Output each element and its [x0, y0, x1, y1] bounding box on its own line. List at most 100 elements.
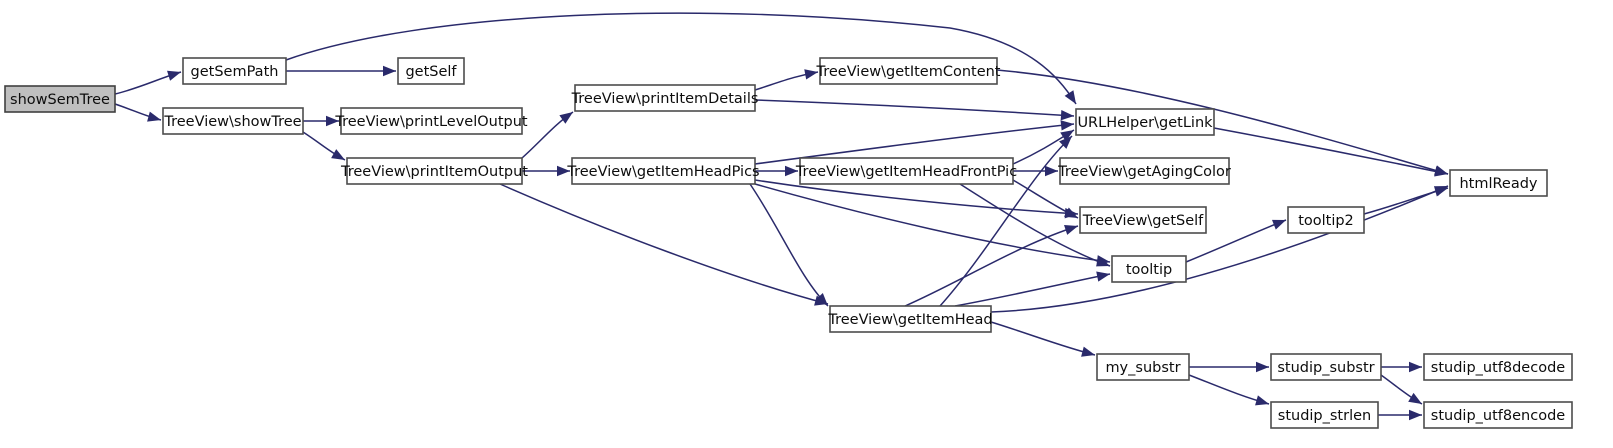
edge-studip_substr-to-studip_utf8encode	[1380, 374, 1423, 405]
node-box[interactable]	[799, 157, 1014, 185]
node-box[interactable]	[162, 107, 304, 135]
edge-studip_substr-to-studip_utf8decode	[1381, 361, 1422, 373]
arrow-head-icon	[1409, 409, 1422, 421]
node-box[interactable]	[1270, 353, 1382, 381]
edge-line	[749, 183, 829, 307]
graph-node-studip_utf8encode[interactable]: studip_utf8encode	[1423, 401, 1573, 429]
node-box[interactable]	[340, 107, 523, 135]
graph-node-getItemContent[interactable]: TreeView\getItemContent	[816, 57, 1001, 85]
edge-getItemHead-to-tooltip	[954, 271, 1111, 307]
edge-line	[754, 179, 1079, 215]
edge-tooltip-to-tooltip2	[1185, 219, 1287, 263]
graph-node-getItemHeadPics[interactable]: TreeView\getItemHeadPics	[566, 157, 760, 185]
graph-node-getItemHeadFrontPic[interactable]: TreeView\getItemHeadFrontPic	[795, 157, 1017, 185]
node-label: TreeView\getAgingColor	[1057, 164, 1231, 180]
edge-printItemDetails-to-getItemContent	[754, 69, 819, 91]
node-label: TreeView\printItemOutput	[340, 164, 528, 180]
arrow-head-icon	[557, 165, 570, 177]
edge-my_substr-to-studip_strlen	[1188, 374, 1270, 406]
graph-node-showSemTree[interactable]: showSemTree	[4, 85, 116, 113]
arrow-head-icon	[1408, 392, 1422, 404]
graph-node-printItemOutput[interactable]: TreeView\printItemOutput	[340, 157, 528, 185]
node-label: getSelf	[405, 64, 457, 80]
arrow-head-icon	[1081, 346, 1095, 357]
arrow-head-icon	[1060, 130, 1074, 142]
node-box[interactable]	[1423, 401, 1573, 429]
graph-node-tooltip2[interactable]: tooltip2	[1287, 206, 1365, 234]
graph-node-studip_substr[interactable]: studip_substr	[1270, 353, 1382, 381]
node-box[interactable]	[1075, 108, 1215, 136]
node-box[interactable]	[397, 57, 465, 85]
edge-line	[990, 321, 1096, 356]
graph-node-studip_strlen[interactable]: studip_strlen	[1270, 401, 1379, 429]
arrow-head-icon	[559, 112, 573, 124]
edge-tooltip2-to-htmlReady	[1363, 186, 1449, 215]
graph-node-studip_utf8decode[interactable]: studip_utf8decode	[1423, 353, 1573, 381]
edge-getItemHeadPics-to-tooltip	[754, 183, 1111, 266]
edge-line	[285, 12, 1077, 105]
arrow-head-icon	[1096, 256, 1110, 267]
node-label: showSemTree	[10, 92, 110, 108]
graph-node-getSelfTV[interactable]: TreeView\getSelf	[1079, 206, 1207, 234]
graph-node-printItemDetails[interactable]: TreeView\printItemDetails	[571, 84, 759, 112]
node-label: TreeView\getSelf	[1082, 213, 1204, 229]
node-box[interactable]	[1096, 353, 1190, 381]
node-box[interactable]	[571, 157, 756, 185]
node-label: TreeView\printItemDetails	[571, 91, 759, 107]
node-box[interactable]	[1423, 353, 1573, 381]
edge-line	[754, 123, 1075, 165]
node-label: tooltip	[1126, 262, 1172, 278]
node-box[interactable]	[4, 85, 116, 113]
edge-getItemHead-to-getLink	[939, 135, 1073, 307]
edge-getSemPath-to-getSelf	[286, 65, 396, 77]
node-box[interactable]	[1287, 206, 1365, 234]
graph-node-getSelf[interactable]: getSelf	[397, 57, 465, 85]
edge-getSemPath-to-getLink	[285, 12, 1077, 105]
node-label: TreeView\printLevelOutput	[334, 114, 528, 130]
edge-showTree-to-printItemOutput	[302, 131, 346, 161]
arrow-head-icon	[1045, 165, 1058, 177]
node-box[interactable]	[574, 84, 756, 112]
edge-line	[1213, 127, 1449, 175]
edge-getItemHeadPics-to-getItemHead	[749, 183, 829, 307]
node-box[interactable]	[829, 305, 992, 333]
graph-node-showTree[interactable]: TreeView\showTree	[162, 107, 304, 135]
node-box[interactable]	[1270, 401, 1379, 429]
node-box[interactable]	[1449, 169, 1548, 197]
edge-line	[954, 273, 1111, 307]
graph-node-getItemHead[interactable]: TreeView\getItemHead	[827, 305, 993, 333]
arrow-head-icon	[1064, 225, 1078, 235]
edge-line	[904, 225, 1079, 307]
graph-node-printLevelOutput[interactable]: TreeView\printLevelOutput	[334, 107, 528, 135]
node-label: tooltip2	[1298, 213, 1354, 229]
node-label: studip_substr	[1277, 360, 1374, 376]
arrow-head-icon	[1064, 90, 1076, 104]
node-box[interactable]	[346, 157, 523, 185]
arrow-head-icon	[804, 69, 818, 80]
edge-showTree-to-printLevelOutput	[303, 115, 339, 127]
node-box[interactable]	[1111, 255, 1187, 283]
graph-node-tooltip[interactable]: tooltip	[1111, 255, 1187, 283]
arrow-head-icon	[1060, 120, 1074, 131]
edge-getItemHeadFrontPic-to-tooltip	[959, 183, 1111, 267]
arrow-head-icon	[1271, 219, 1286, 230]
node-box[interactable]	[1059, 157, 1230, 185]
node-box[interactable]	[182, 57, 287, 85]
node-box[interactable]	[1079, 206, 1207, 234]
edge-printItemOutput-to-printItemDetails	[521, 111, 574, 159]
arrow-head-icon	[815, 292, 828, 306]
edge-line	[990, 185, 1449, 313]
arrow-head-icon	[785, 165, 798, 177]
node-box[interactable]	[819, 57, 998, 85]
node-label: htmlReady	[1459, 176, 1537, 192]
edge-line	[939, 135, 1073, 307]
graph-node-my_substr[interactable]: my_substr	[1096, 353, 1190, 381]
graph-node-getAgingColor[interactable]: TreeView\getAgingColor	[1057, 157, 1231, 185]
graph-node-htmlReady[interactable]: htmlReady	[1449, 169, 1548, 197]
graph-node-getLink[interactable]: URLHelper\getLink	[1075, 108, 1215, 136]
edge-line	[1363, 187, 1449, 215]
edge-getItemHeadFrontPic-to-getLink	[1012, 129, 1075, 165]
edge-getLink-to-htmlReady	[1213, 127, 1449, 177]
graph-node-getSemPath[interactable]: getSemPath	[182, 57, 287, 85]
arrow-head-icon	[1255, 395, 1269, 406]
